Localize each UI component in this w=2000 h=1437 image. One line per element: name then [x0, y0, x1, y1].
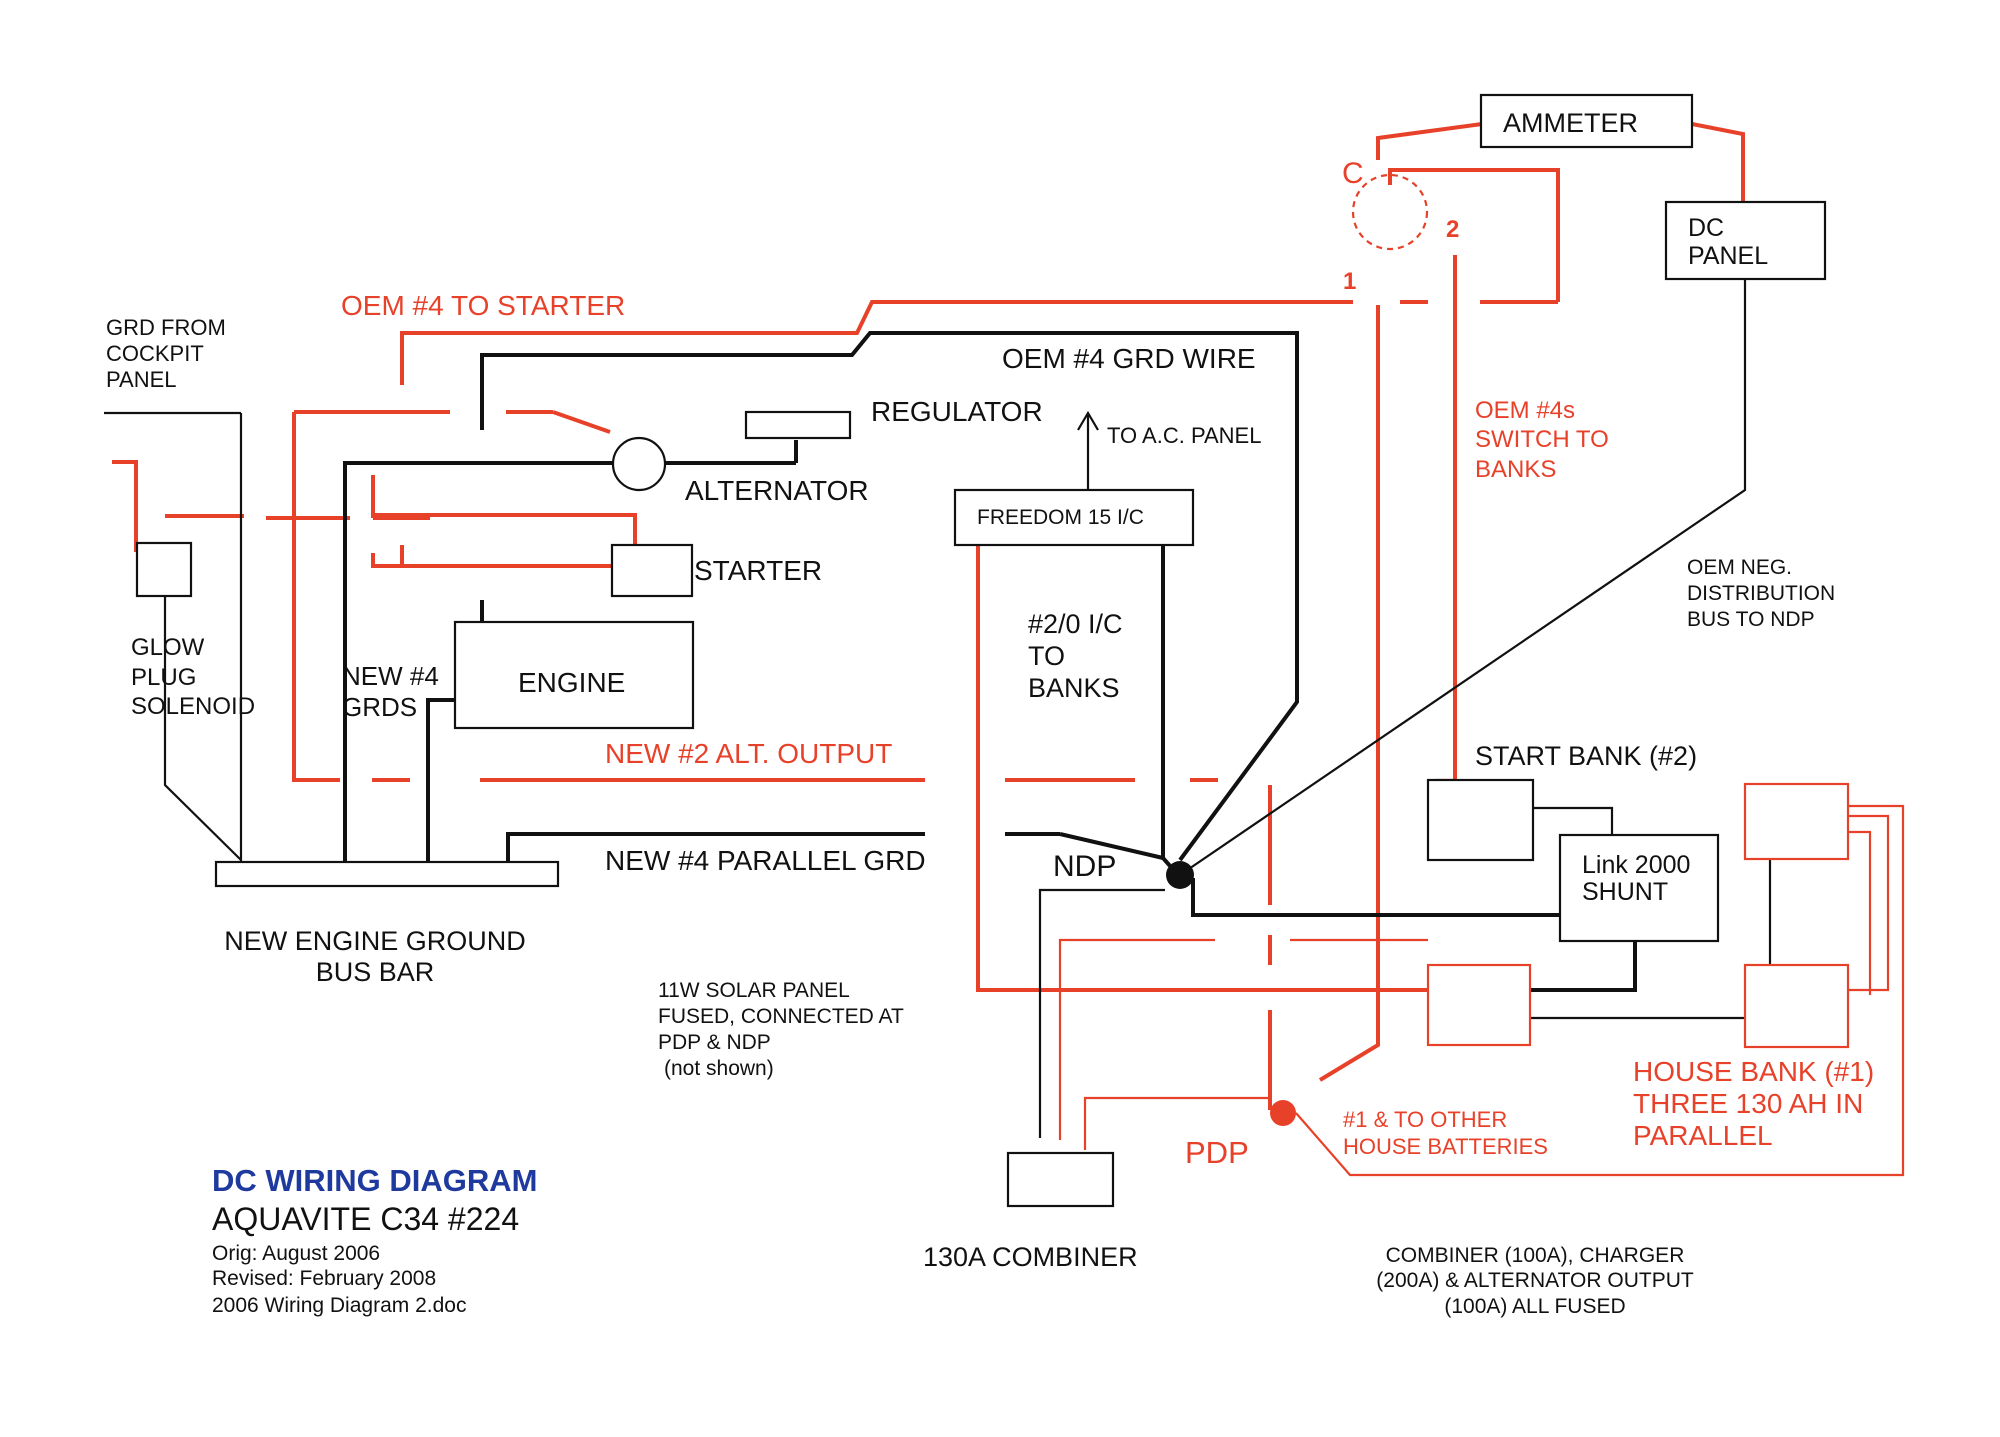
- ammeter-box: [1479, 93, 1694, 149]
- pdp-node: [1270, 1100, 1296, 1126]
- new4-parallel-label: NEW #4 PARALLEL GRD: [605, 845, 926, 876]
- switch-1-label: 1: [1343, 268, 1356, 295]
- link-2000-shunt-box: [1558, 833, 1720, 943]
- new2-alt-label: NEW #2 ALT. OUTPUT: [605, 738, 892, 769]
- to-ac-panel-label: TO A.C. PANEL: [1107, 423, 1261, 448]
- ndp-label: NDP: [1053, 850, 1116, 883]
- start-bank-label: START BANK (#2): [1475, 741, 1697, 771]
- arrow-up-icon: [1077, 410, 1099, 431]
- new4-grds-label-1: NEW #4: [342, 661, 439, 691]
- freedom-inverter-box: [953, 488, 1195, 547]
- regulator-label: REGULATOR: [871, 396, 1043, 427]
- combiner-box: [1006, 1151, 1115, 1208]
- i20-label-1: #2/0 I/C: [1028, 609, 1123, 639]
- regulator-box: [744, 410, 852, 440]
- other-house-label-1: #1 & TO OTHER: [1343, 1107, 1507, 1132]
- pdp-label: PDP: [1185, 1135, 1249, 1170]
- i20-label-2: TO: [1028, 641, 1065, 671]
- house-bank-label-1: HOUSE BANK (#1): [1633, 1056, 1874, 1087]
- combiner-label: 130A COMBINER: [923, 1242, 1138, 1272]
- boat-name: AQUAVITE C34 #224: [212, 1201, 519, 1237]
- revised-date: Revised: February 2008: [212, 1267, 436, 1290]
- house-battery-2: [1426, 963, 1532, 1047]
- glow-label-3: SOLENOID: [131, 693, 255, 720]
- glow-plug-solenoid-box: [135, 541, 193, 598]
- engine-label: ENGINE: [518, 667, 625, 698]
- alternator-label: ALTERNATOR: [685, 475, 869, 506]
- fused-label-2: (200A) & ALTERNATOR OUTPUT: [1376, 1269, 1694, 1292]
- switch-c-label: C: [1342, 157, 1364, 190]
- battery-switch-c-icon: [1351, 173, 1429, 251]
- title-block: DC WIRING DIAGRAM AQUAVITE C34 #224 Orig…: [212, 1163, 537, 1317]
- fused-label-1: COMBINER (100A), CHARGER: [1386, 1244, 1685, 1267]
- freedom-label: FREEDOM 15 I/C: [977, 506, 1144, 529]
- dc-panel-label-1: DC: [1688, 214, 1724, 242]
- oem-neg-label-1: OEM NEG.: [1687, 556, 1792, 579]
- oem-neg-label-2: DISTRIBUTION: [1687, 582, 1835, 605]
- ammeter-label: AMMETER: [1503, 108, 1638, 138]
- labels: AMMETER DC PANEL C 1 2 OEM #4 TO STARTER…: [106, 108, 1874, 1318]
- grd-cockpit-label-3: PANEL: [106, 367, 177, 392]
- glow-label-1: GLOW: [131, 634, 205, 661]
- house-bank-label-2: THREE 130 AH IN: [1633, 1088, 1863, 1119]
- bus-bar-label-2: BUS BAR: [316, 957, 435, 987]
- dc-panel-label-2: PANEL: [1688, 242, 1768, 270]
- house-battery-1: [1743, 782, 1850, 861]
- diagram-title: DC WIRING DIAGRAM: [212, 1163, 537, 1198]
- dc-panel-box: [1664, 200, 1827, 281]
- solar-label-1: 11W SOLAR PANEL: [658, 979, 850, 1002]
- house-battery-3: [1743, 963, 1850, 1049]
- oem4s-label-3: BANKS: [1475, 456, 1556, 483]
- file-name: 2006 Wiring Diagram 2.doc: [212, 1294, 466, 1317]
- solar-label-3: PDP & NDP: [658, 1031, 771, 1054]
- i20-label-3: BANKS: [1028, 673, 1120, 703]
- fused-label-3: (100A) ALL FUSED: [1444, 1295, 1625, 1318]
- oem-neg-label-3: BUS TO NDP: [1687, 608, 1815, 631]
- oem4s-label-2: SWITCH TO: [1475, 426, 1609, 453]
- link-label-2: SHUNT: [1582, 878, 1668, 906]
- new4-grds-label-2: GRDS: [342, 692, 417, 722]
- orig-date: Orig: August 2006: [212, 1242, 380, 1265]
- grd-cockpit-label-1: GRD FROM: [106, 315, 226, 340]
- alternator-icon: [611, 436, 667, 492]
- oem4s-label-1: OEM #4s: [1475, 397, 1575, 424]
- engine-box: [453, 620, 695, 730]
- grd-cockpit-label-2: COCKPIT: [106, 341, 204, 366]
- solar-label-2: FUSED, CONNECTED AT: [658, 1005, 904, 1028]
- oem4-grd-wire-label: OEM #4 GRD WIRE: [1002, 343, 1256, 374]
- other-house-label-2: HOUSE BATTERIES: [1343, 1134, 1548, 1159]
- engine-ground-bus-bar: [214, 860, 560, 888]
- black-wires: [104, 280, 1772, 1138]
- glow-label-2: PLUG: [131, 664, 196, 691]
- oem4-starter-label: OEM #4 TO STARTER: [341, 290, 625, 321]
- switch-2-label: 2: [1446, 216, 1459, 243]
- house-bank-label-3: PARALLEL: [1633, 1120, 1773, 1151]
- starter-box: [610, 543, 694, 598]
- start-bank-battery: [1426, 778, 1535, 862]
- link-label-1: Link 2000: [1582, 851, 1690, 879]
- starter-label: STARTER: [694, 555, 822, 586]
- bus-bar-label-1: NEW ENGINE GROUND: [224, 926, 526, 956]
- solar-label-4: (not shown): [664, 1057, 774, 1080]
